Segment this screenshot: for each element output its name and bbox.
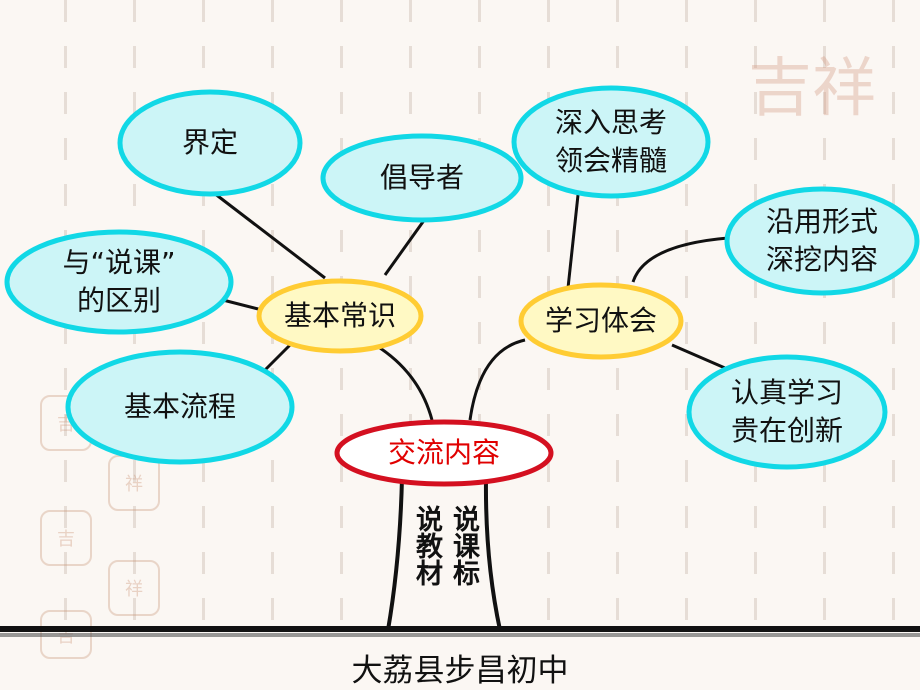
center-label: 交流内容 xyxy=(337,422,551,484)
left-hub-label: 基本常识 xyxy=(259,281,421,351)
leaf-label-basic-process: 基本流程 xyxy=(68,352,292,462)
leaf-label-difference: 与“说课” 的区别 xyxy=(7,232,231,332)
background-pattern-line xyxy=(892,0,895,630)
connector-line xyxy=(209,188,326,280)
connector-line xyxy=(671,343,726,370)
ground-shadow xyxy=(0,633,920,637)
leaf-text: 基本流程 xyxy=(123,390,236,423)
leaf-text: 倡导者 xyxy=(379,161,464,194)
connector-line xyxy=(263,343,292,372)
ground-line xyxy=(0,626,920,632)
connector-line xyxy=(383,211,432,276)
center-text: 交流内容 xyxy=(387,436,500,469)
leaf-text: 认真学习 xyxy=(730,376,843,409)
tree-trunk xyxy=(385,476,503,632)
leaf-label-form-content: 沿用形式 深挖内容 xyxy=(727,189,917,293)
leaf-label-definition: 界定 xyxy=(120,92,300,194)
leaf-node xyxy=(117,89,303,197)
leaf-text: 的区别 xyxy=(76,284,161,317)
background-pattern-line xyxy=(478,0,481,630)
left-hub-ellipse xyxy=(256,278,424,354)
connector-line xyxy=(566,194,580,289)
leaf-text: 贵在创新 xyxy=(730,414,843,447)
center-ellipse xyxy=(334,419,554,487)
leaf-text: 深挖内容 xyxy=(765,243,878,276)
trunk-label-curriculum: 说课标 xyxy=(448,505,479,586)
leaf-label-deep-thinking: 深入思考 领会精髓 xyxy=(514,88,708,196)
leaf-text: 沿用形式 xyxy=(765,205,878,238)
connector-line xyxy=(379,346,434,421)
connector-line xyxy=(468,338,526,421)
leaf-text: 与“说课” xyxy=(62,246,176,279)
hub-text: 学习体会 xyxy=(544,304,657,337)
background-pattern-line xyxy=(754,0,757,630)
leaf-ellipses xyxy=(4,85,920,470)
background-pattern-line xyxy=(685,0,688,630)
footer-school-name: 大荔县步昌初中 xyxy=(351,653,569,689)
background-pattern-line xyxy=(823,0,826,630)
leaf-text: 深入思考 xyxy=(554,106,667,139)
leaf-label-advocate: 倡导者 xyxy=(323,136,521,220)
leaf-node xyxy=(511,85,711,199)
leaf-node xyxy=(724,186,920,296)
leaf-text: 领会精髓 xyxy=(554,144,667,177)
decorative-seal-large: 吉祥 xyxy=(748,52,876,126)
leaf-node xyxy=(4,229,234,335)
leaf-text: 界定 xyxy=(181,126,238,159)
right-hub-ellipse xyxy=(518,282,684,360)
leaf-label-innovation: 认真学习 贵在创新 xyxy=(689,357,885,467)
right-hub-label: 学习体会 xyxy=(521,285,681,357)
connector-line xyxy=(631,236,729,283)
leaf-node xyxy=(65,349,295,465)
decorative-seal: 吉 xyxy=(40,510,92,566)
decorative-seal: 祥 xyxy=(108,560,160,616)
trunk-label-textbook: 说教材 xyxy=(411,505,442,586)
leaf-node xyxy=(686,354,888,470)
hub-text: 基本常识 xyxy=(283,299,396,332)
leaf-node xyxy=(320,133,524,223)
